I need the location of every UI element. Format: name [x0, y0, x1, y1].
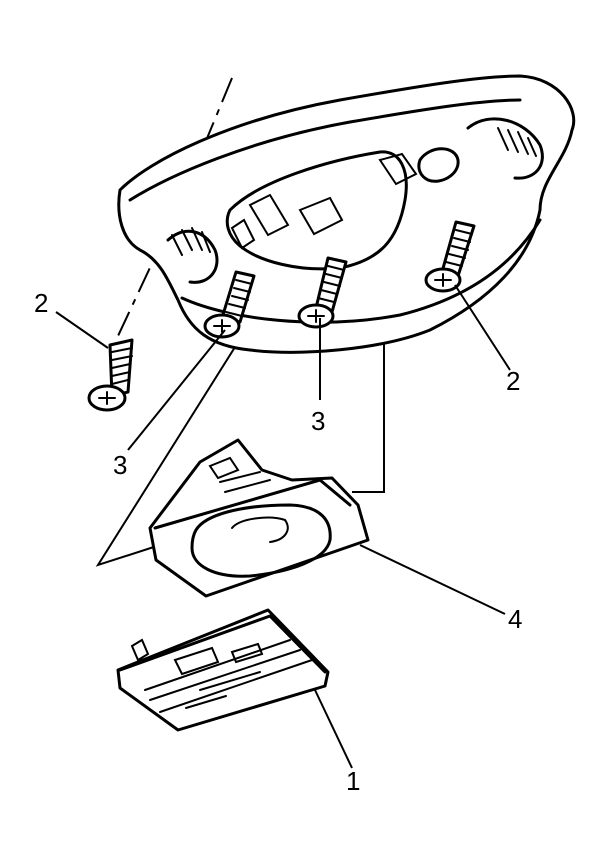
screw-left-inner: [203, 270, 256, 339]
callout-3-left: 3: [113, 450, 127, 480]
lens-cover: [116, 608, 330, 732]
callout-3-center: 3: [311, 406, 325, 436]
screw-center: [297, 256, 348, 329]
callout-2-right: 2: [506, 366, 520, 396]
callout-2-left: 2: [34, 288, 48, 318]
lamp-housing: [148, 438, 370, 598]
callout-leaders: [55, 284, 511, 769]
screw-left-outer: [87, 338, 134, 412]
callout-1: 1: [346, 766, 360, 796]
overhead-console: [117, 74, 576, 354]
screw-right: [424, 220, 476, 293]
callout-4: 4: [508, 604, 522, 634]
